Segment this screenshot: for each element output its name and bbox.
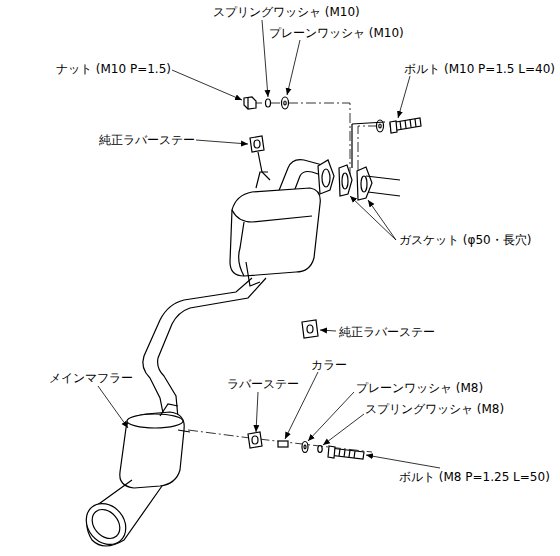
part-label: スプリングワッシャ (M10) xyxy=(212,5,361,19)
part-label: ボルト (M10 P=1.5 L=40) xyxy=(403,62,556,76)
rubber-stay xyxy=(302,320,318,338)
part-label: ガスケット (φ50・長穴) xyxy=(398,233,532,247)
mid-pipe xyxy=(143,262,266,418)
part-label: スプリングワッシャ (M8) xyxy=(364,402,505,416)
m10-hardware xyxy=(244,97,421,133)
leader-lines xyxy=(98,20,440,468)
part-label: ラバーステー xyxy=(226,377,300,391)
part-label: 純正ラバーステー xyxy=(338,325,436,339)
part-label: ナット (M10 P=1.5) xyxy=(55,62,172,76)
part-label: ボルト (M8 P=1.25 L=50) xyxy=(398,470,551,484)
center-muffler xyxy=(230,172,320,276)
main-muffler xyxy=(78,404,190,552)
part-label: プレーンワッシャ (M8) xyxy=(355,381,484,395)
m8-hardware xyxy=(248,432,364,459)
part-label: プレーンワッシャ (M10) xyxy=(268,26,405,40)
part-label: カラー xyxy=(310,358,348,372)
part-label: メインマフラー xyxy=(48,371,134,385)
part-label: 純正ラバーステー xyxy=(98,133,196,147)
